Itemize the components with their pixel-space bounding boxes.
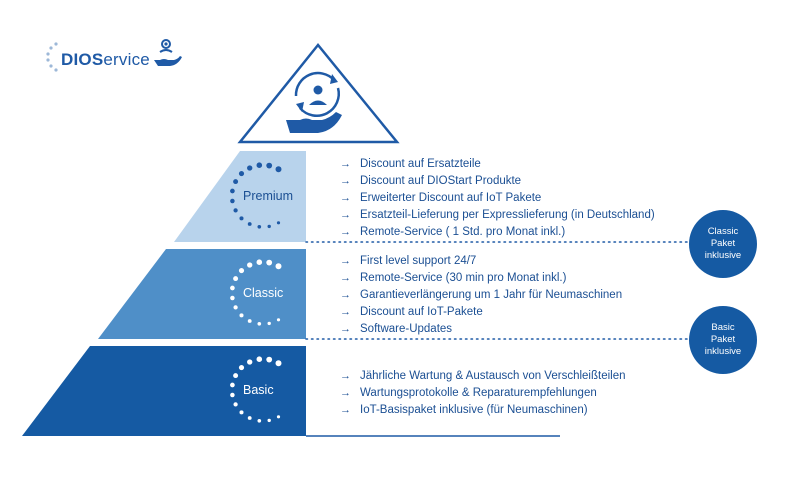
- premium-tier-label: Premium: [243, 189, 294, 203]
- arrow-icon: →: [340, 192, 351, 204]
- basic-tier-label: Basic: [243, 383, 274, 397]
- arc-dot: [230, 382, 235, 388]
- arc-dot: [233, 179, 239, 185]
- arc-dot: [233, 276, 239, 282]
- classic-dotted-arc-icon: [230, 259, 282, 326]
- arc-dot: [257, 224, 262, 229]
- arc-dot: [230, 295, 235, 301]
- feature-item: →Discount auf IoT-Pakete: [340, 304, 700, 321]
- logo-dots-icon: [46, 42, 58, 72]
- arc-dot: [247, 319, 252, 323]
- feature-item: →Erweiterter Discount auf IoT Pakete: [340, 190, 700, 207]
- arc-dot: [275, 263, 282, 270]
- arc-dot: [238, 268, 245, 274]
- arc-dot: [256, 259, 263, 265]
- arrow-icon: →: [340, 323, 351, 335]
- arc-dot: [267, 224, 271, 229]
- feature-item: →Discount auf DIOStart Produkte: [340, 173, 700, 190]
- arc-dot: [239, 216, 244, 221]
- arc-dot: [266, 259, 273, 266]
- premium-dotted-arc-icon: [230, 162, 282, 229]
- feature-item: →Remote-Service (30 min pro Monat inkl.): [340, 270, 700, 287]
- arrow-icon: →: [340, 255, 351, 267]
- arc-dot: [275, 360, 282, 367]
- arc-dot: [275, 166, 282, 173]
- arc-dot: [233, 305, 238, 310]
- arrow-icon: →: [340, 272, 351, 284]
- arrow-icon: →: [340, 370, 351, 382]
- basic-feature-list: →Jährliche Wartung & Austausch von Versc…: [340, 368, 700, 419]
- arc-dot: [247, 165, 253, 171]
- feature-item: →Software-Updates: [340, 321, 700, 338]
- service-hand-icon: [154, 39, 182, 66]
- basic-package-badge: Basic Paket inklusive: [689, 306, 757, 374]
- arrow-icon: →: [340, 175, 351, 187]
- premium-tier-band: [174, 151, 306, 242]
- arc-dot: [247, 416, 252, 420]
- arc-dot: [247, 262, 253, 268]
- arc-dot: [230, 285, 235, 291]
- arc-dot: [267, 418, 271, 423]
- basic-dotted-arc-icon: [230, 356, 282, 423]
- arc-dot: [247, 222, 252, 226]
- logo-text-bold: DIOS: [61, 50, 104, 69]
- premium-feature-list: →Discount auf Ersatzteile →Discount auf …: [340, 156, 700, 241]
- arc-dot: [276, 415, 281, 419]
- arc-dot: [230, 188, 235, 194]
- arc-dot: [256, 162, 263, 168]
- feature-item: →Ersatzteil-Lieferung per Expresslieferu…: [340, 207, 700, 224]
- classic-package-badge: Classic Paket inklusive: [689, 210, 757, 278]
- arc-dot: [230, 198, 235, 204]
- arc-dot: [239, 313, 244, 318]
- arc-dot: [276, 221, 281, 225]
- basic-tier-band: [22, 346, 306, 436]
- arrow-icon: →: [340, 209, 351, 221]
- arc-dot: [233, 402, 238, 407]
- customer-service-icon: [286, 71, 342, 133]
- arc-dot: [257, 321, 262, 326]
- classic-tier-label: Classic: [243, 286, 284, 300]
- arc-dot: [238, 171, 245, 177]
- arc-dot: [233, 373, 239, 379]
- arc-dot: [238, 365, 245, 371]
- arrow-icon: →: [340, 387, 351, 399]
- arrow-icon: →: [340, 158, 351, 170]
- arc-dot: [257, 418, 262, 423]
- classic-tier-band: [98, 249, 306, 339]
- arc-dot: [266, 162, 273, 169]
- feature-item: →Discount auf Ersatzteile: [340, 156, 700, 173]
- arc-dot: [230, 392, 235, 398]
- arrow-icon: →: [340, 404, 351, 416]
- feature-item: →Wartungsprotokolle & Reparaturempfehlun…: [340, 385, 700, 402]
- arc-dot: [267, 321, 271, 326]
- feature-item: →Remote-Service ( 1 Std. pro Monat inkl.…: [340, 224, 700, 241]
- feature-item: →Garantieverlängerung um 1 Jahr für Neum…: [340, 287, 700, 304]
- arc-dot: [266, 356, 273, 363]
- pyramid-top-triangle: [237, 43, 400, 144]
- classic-feature-list: →First level support 24/7 →Remote-Servic…: [340, 253, 700, 338]
- feature-item: →First level support 24/7: [340, 253, 700, 270]
- arc-dot: [239, 410, 244, 415]
- arrow-icon: →: [340, 306, 351, 318]
- arc-dot: [247, 359, 253, 365]
- arrow-icon: →: [340, 226, 351, 238]
- dioservice-logo: DIOService: [44, 38, 184, 78]
- logo-text-regular: ervice: [103, 50, 150, 69]
- arc-dot: [276, 318, 281, 322]
- feature-item: →IoT-Basispaket inklusive (für Neumaschi…: [340, 402, 700, 419]
- feature-item: →Jährliche Wartung & Austausch von Versc…: [340, 368, 700, 385]
- arrow-icon: →: [340, 289, 351, 301]
- arc-dot: [233, 208, 238, 213]
- arc-dot: [256, 356, 263, 362]
